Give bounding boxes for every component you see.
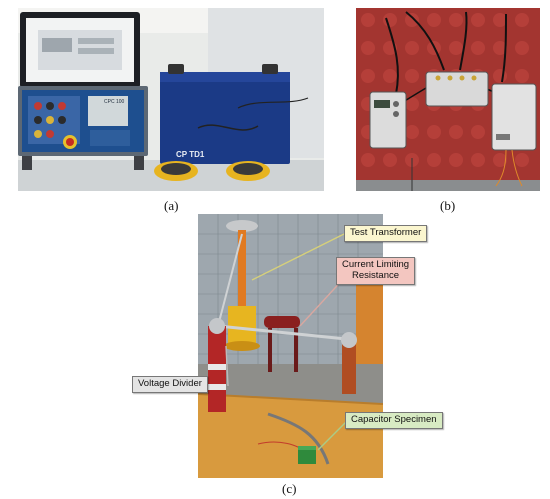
photo-b-measurement-modules xyxy=(356,8,540,191)
callout-voltage-divider: Voltage Divider xyxy=(132,376,208,393)
photo-a-test-equipment: CPC 100 CP TD1 xyxy=(18,8,324,191)
caption-c: (c) xyxy=(282,481,297,496)
cptd1-label: CP TD1 xyxy=(176,150,205,159)
cpc-panel-label: CPC 100 xyxy=(104,99,125,105)
photo-a-drawing: CPC 100 CP TD1 xyxy=(18,8,324,191)
callout-current-limiting-resistance: Current Limiting Resistance xyxy=(336,257,416,285)
photo-b-drawing xyxy=(356,8,540,191)
caption-a: (a) xyxy=(164,198,179,213)
caption-b: (b) xyxy=(440,198,456,213)
callout-test-transformer-text: Test Transformer xyxy=(350,227,422,238)
callout-test-transformer: Test Transformer xyxy=(344,225,428,242)
callout-capacitor-specimen-text: Capacitor Specimen xyxy=(351,414,437,425)
callout-voltage-divider-text: Voltage Divider xyxy=(138,378,202,389)
callout-current-limiting-line1: Current Limiting xyxy=(342,259,410,270)
callout-capacitor-specimen: Capacitor Specimen xyxy=(345,412,443,429)
callout-current-limiting-line2: Resistance xyxy=(352,269,400,281)
